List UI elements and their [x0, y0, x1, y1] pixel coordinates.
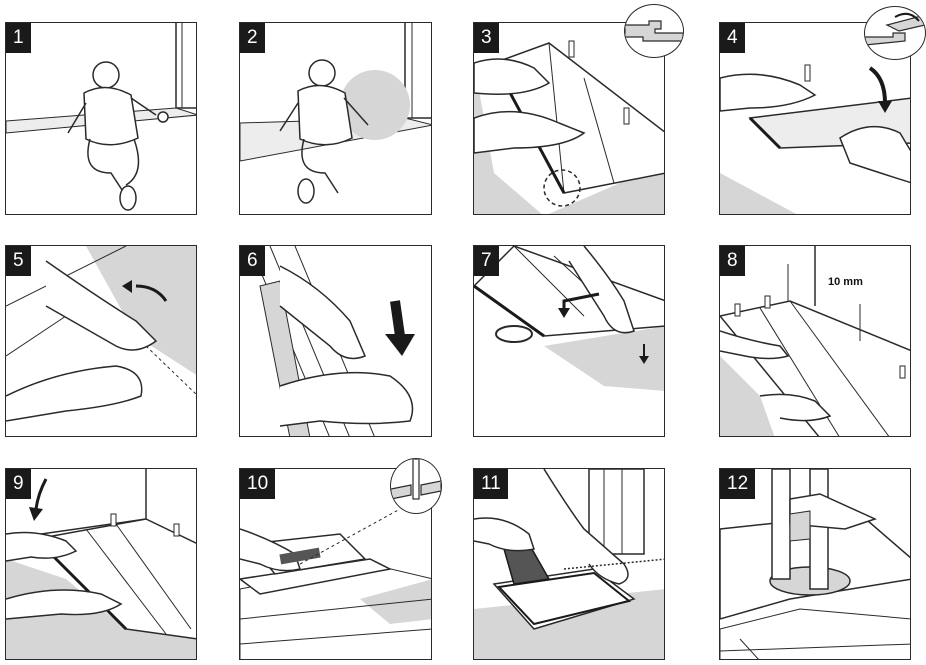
step-1-illustration	[6, 23, 197, 215]
joint-profile-icon	[391, 459, 441, 513]
step-number-badge: 8	[720, 246, 745, 276]
step-panel-11: 11	[473, 468, 665, 660]
step-number-badge: 4	[720, 23, 745, 53]
step-9-illustration	[6, 469, 197, 660]
step-panel-12: 12	[719, 468, 911, 660]
step-number-badge: 10	[240, 469, 275, 499]
step-panel-2: 2	[239, 22, 432, 215]
step-number-badge: 7	[474, 246, 499, 276]
step-number-badge: 9	[6, 469, 31, 499]
step-number-badge: 3	[474, 23, 499, 53]
step-panel-7: 7	[473, 245, 665, 437]
gap-measurement-label: 10 mm	[828, 276, 863, 288]
step-number-badge: 6	[240, 246, 265, 276]
joint-profile-icon	[865, 7, 925, 59]
step-panel-5: 5	[5, 245, 197, 437]
step-panel-8: 8 10 mm	[719, 245, 911, 437]
step-panel-1: 1	[5, 22, 197, 215]
step-number-badge: 5	[6, 246, 31, 276]
step-6-illustration	[240, 246, 432, 437]
step-number-badge: 2	[240, 23, 265, 53]
step-8-illustration	[720, 246, 911, 437]
joint-profile-icon	[625, 5, 683, 57]
step-panel-6: 6	[239, 245, 432, 437]
step-5-illustration	[6, 246, 197, 437]
step-2-illustration	[240, 23, 432, 215]
detail-callout-click-joint	[624, 4, 684, 58]
step-number-badge: 11	[474, 469, 508, 499]
step-panel-9: 9	[5, 468, 197, 660]
detail-callout-angle-joint	[864, 6, 926, 60]
step-number-badge: 1	[6, 23, 31, 53]
step-7-illustration	[474, 246, 665, 437]
step-number-badge: 12	[720, 469, 755, 499]
detail-callout-cut-joint	[390, 458, 442, 514]
